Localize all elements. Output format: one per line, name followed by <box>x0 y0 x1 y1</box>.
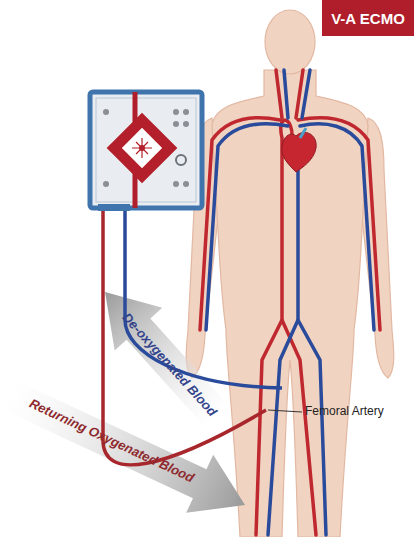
flow-arrow <box>0 366 259 534</box>
drainage-cannula <box>125 205 282 388</box>
arrow-label: Returning Oxygenated Blood <box>27 395 196 485</box>
heart-vessel <box>300 128 306 138</box>
vessel-label: Femoral Artery <box>305 404 384 418</box>
title-badge: V-A ECMO <box>322 0 414 36</box>
human-body <box>186 10 394 537</box>
ecmo-machine <box>90 92 202 211</box>
flow-arrow <box>81 271 242 440</box>
arteries <box>200 70 380 535</box>
title: V-A ECMO <box>331 10 405 27</box>
leader-line <box>268 410 302 412</box>
heart <box>282 132 317 172</box>
veins <box>206 70 374 535</box>
